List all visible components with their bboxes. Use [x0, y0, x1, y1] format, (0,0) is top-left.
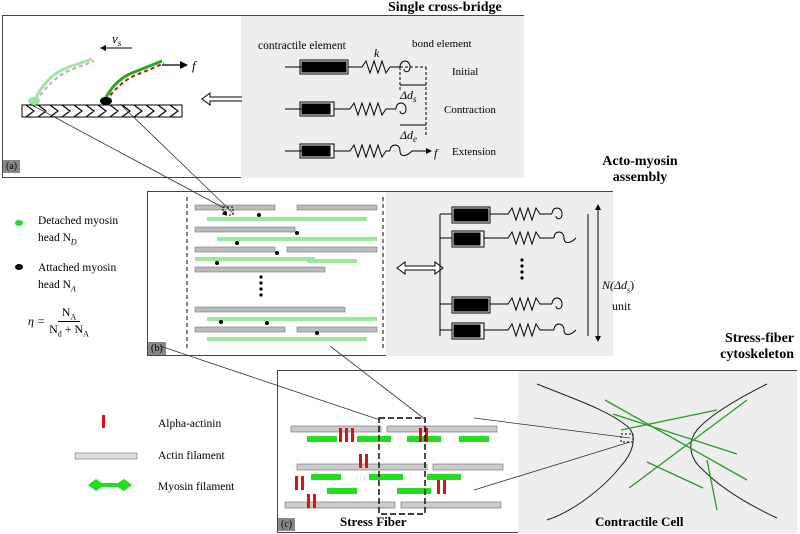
n-unit-label: N(Δds) unit	[602, 278, 635, 314]
parallel-spring-schematic	[439, 204, 601, 342]
row-contraction-label: Contraction	[444, 104, 496, 116]
vs-label: vs	[112, 31, 122, 48]
stress-fiber-label: Stress Fiber	[340, 514, 407, 529]
equivalence-arrow-b	[396, 261, 444, 275]
delta-ds-label: Δds	[399, 88, 417, 104]
cross-bridge-illustration: vs f	[21, 31, 242, 118]
row-initial-label: Initial	[452, 66, 478, 78]
alpha-actinin-label: Alpha-actinin	[158, 418, 222, 430]
panel-b-gray-area	[386, 192, 613, 356]
row-extension-label: Extension	[452, 146, 496, 158]
spring-k-label: k	[374, 46, 380, 60]
actin-hatching	[25, 104, 179, 118]
actin-filament-icon	[74, 452, 138, 460]
detached-head-icon	[15, 220, 23, 226]
contractile-element-label: contractile element	[258, 40, 347, 52]
detached-myosin-label: Detached myosin head ND	[38, 215, 119, 247]
delta-de-label: Δde	[399, 128, 417, 144]
stress-fiber-illustration	[284, 417, 504, 515]
contractile-cell-label: Contractile Cell	[595, 514, 684, 529]
bond-element-label: bond element	[412, 38, 472, 50]
attached-head-legend-icon	[15, 264, 23, 270]
myosin-filament-label: Myosin filament	[158, 481, 235, 493]
unit-ellipsis	[520, 258, 524, 280]
title-single-cross-bridge: Single cross-bridge	[388, 0, 502, 15]
equivalence-arrow-a	[201, 92, 242, 106]
force-ext-label: f	[434, 146, 439, 160]
actin-filament-label: Actin filament	[158, 450, 225, 462]
filament-rows-bottom	[194, 306, 378, 341]
alpha-actinin-icon	[102, 415, 105, 428]
panel-a-tag: (a)	[3, 160, 21, 173]
force-label: f	[192, 58, 198, 73]
panel-c-gray-area	[518, 371, 797, 533]
attached-head-icon	[100, 97, 112, 105]
filament-rows-top	[194, 204, 378, 273]
title-acto-myosin: Acto-myosin assembly	[602, 154, 678, 185]
panel-b-tag: (b)	[148, 342, 166, 355]
vertical-ellipsis	[259, 275, 263, 297]
myosin-filament-icon	[88, 479, 132, 491]
panel-c	[277, 370, 797, 533]
panel-c-tag: (c)	[278, 518, 296, 531]
spring-schematic-a: contractile element k bond element Initi…	[258, 38, 496, 160]
contractile-cell-illustration	[536, 383, 778, 521]
acto-myosin-illustration	[186, 197, 384, 351]
attached-myosin-label: Attached myosin head NA	[38, 262, 117, 294]
title-stress-fiber: Stress-fiber cytoskeleton	[720, 331, 794, 362]
eta-formula: η = NA Nd + NA	[28, 305, 89, 339]
